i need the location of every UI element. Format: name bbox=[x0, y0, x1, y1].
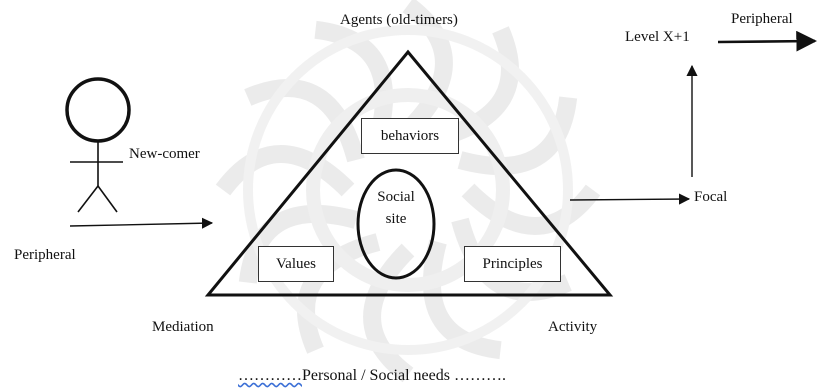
watermark-petal bbox=[461, 183, 601, 235]
newcomer-label: New-comer bbox=[129, 146, 200, 162]
watermark-petal bbox=[297, 233, 381, 354]
level-label: Level X+1 bbox=[625, 29, 690, 45]
mediation-label: Mediation bbox=[152, 319, 214, 335]
focal-label: Focal bbox=[694, 189, 728, 205]
watermark-petal bbox=[422, 239, 502, 360]
social-site-text: Social site bbox=[358, 186, 434, 230]
peripheral-left-label: Peripheral bbox=[14, 247, 76, 263]
community-triangle bbox=[204, 49, 614, 297]
personal-social-needs-caption: …………Personal / Social needs ………. bbox=[238, 367, 506, 385]
watermark-petal bbox=[451, 217, 572, 301]
behaviors-text: behaviors bbox=[380, 127, 440, 144]
agents-label: Agents (old-timers) bbox=[340, 12, 458, 28]
caption-dots-left: ………… bbox=[238, 367, 302, 384]
watermark-logo bbox=[215, 0, 601, 383]
social-site-line1: Social bbox=[377, 189, 415, 205]
values-text: Values bbox=[276, 255, 316, 272]
activity-label: Activity bbox=[548, 319, 598, 335]
newcomer-stick-figure bbox=[65, 77, 131, 213]
watermark-petal bbox=[244, 79, 365, 163]
principles-box: Principles bbox=[464, 246, 561, 282]
caption-text: Personal / Social needs bbox=[302, 367, 454, 384]
level-to-peripheral-arrow bbox=[717, 30, 817, 52]
triangle-to-focal-arrow bbox=[569, 193, 691, 205]
watermark-petal bbox=[215, 145, 355, 197]
caption-dots-right: ………. bbox=[453, 367, 506, 384]
watermark-petal bbox=[238, 204, 359, 284]
principles-text: Principles bbox=[482, 255, 543, 272]
behaviors-box: behaviors bbox=[361, 118, 459, 154]
watermark-petal bbox=[457, 96, 578, 176]
social-site-line2: site bbox=[385, 211, 407, 227]
watermark-petal bbox=[314, 20, 394, 141]
peripheral-to-triangle-arrow bbox=[69, 217, 214, 229]
watermark-petal bbox=[363, 243, 415, 383]
social-site-ellipse bbox=[356, 168, 436, 280]
watermark-petal bbox=[401, 0, 453, 137]
values-box: Values bbox=[258, 246, 334, 282]
watermark-petal bbox=[435, 26, 519, 147]
peripheral-right-label: Peripheral bbox=[731, 11, 793, 27]
